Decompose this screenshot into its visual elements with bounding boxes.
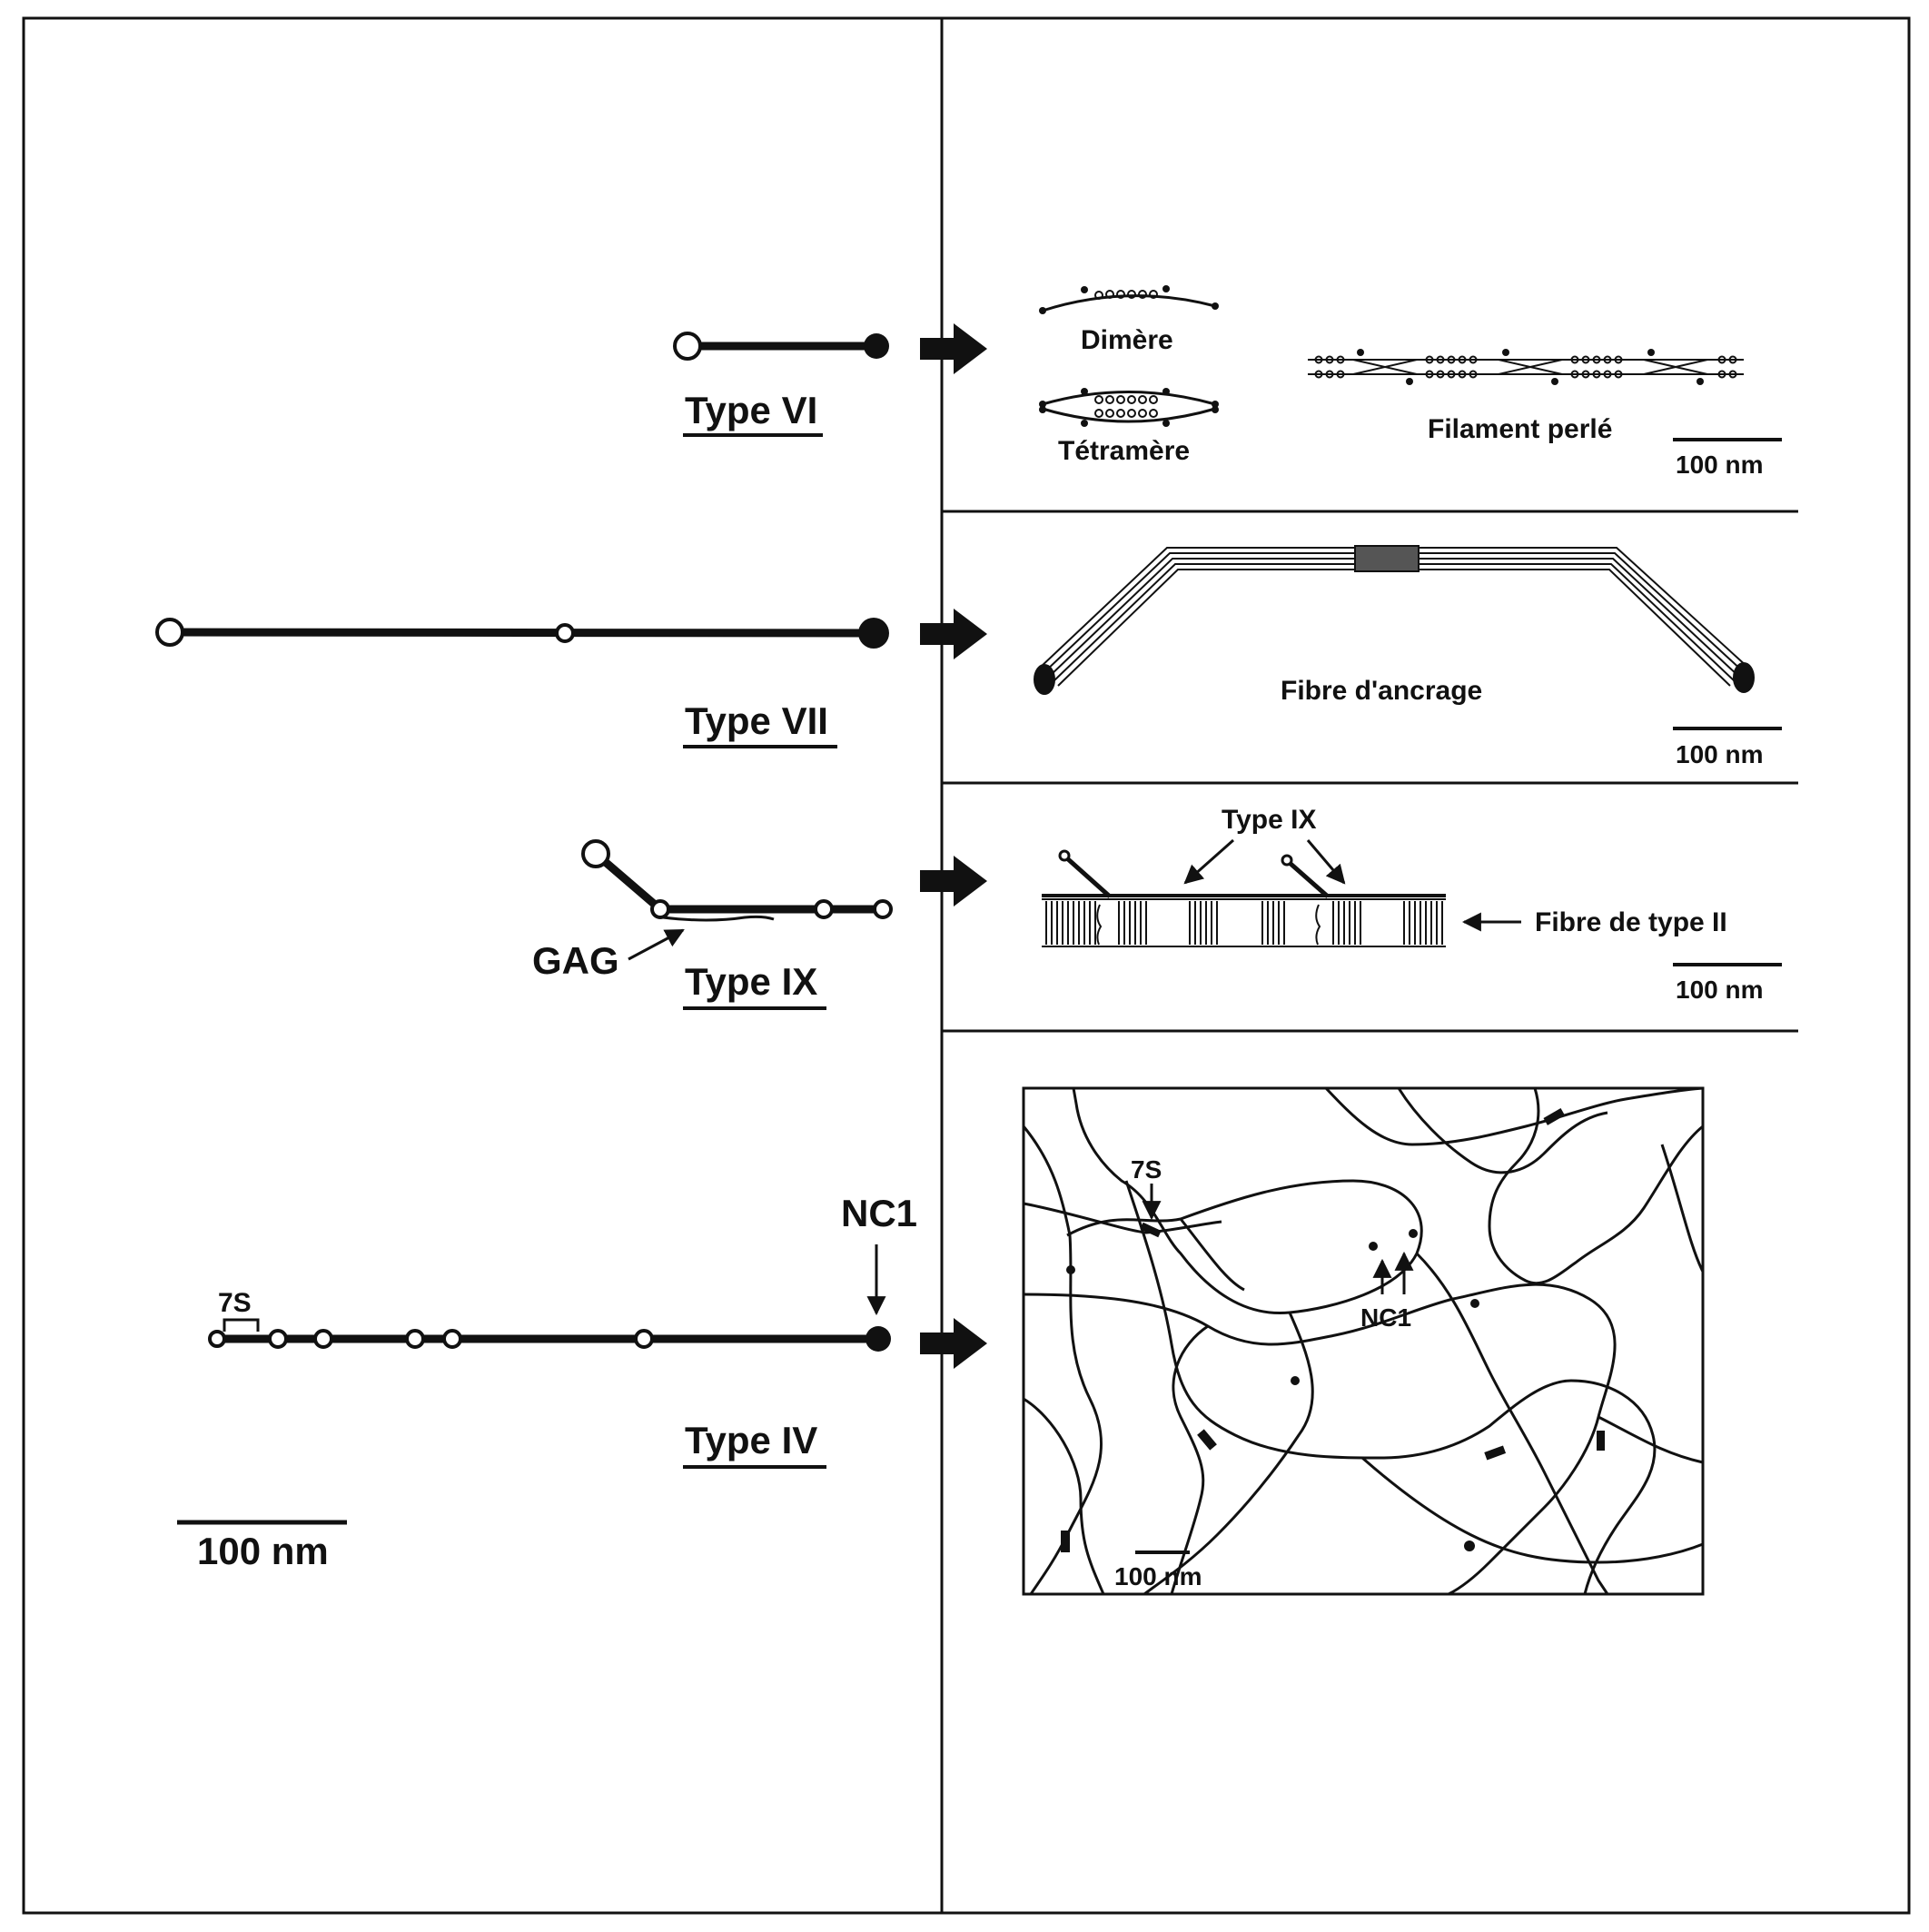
network-nodes <box>1061 1108 1605 1552</box>
net-nc1-label: NC1 <box>1360 1303 1411 1332</box>
gag-label: GAG <box>532 939 619 982</box>
type-iv-label: Type IV <box>685 1419 817 1461</box>
type-vi-molecule <box>673 332 889 361</box>
scale-left-label: 100 nm <box>197 1530 329 1572</box>
scale-vii-label: 100 nm <box>1676 740 1764 768</box>
beaded-filament-drawing <box>1308 349 1744 385</box>
type-ix-label: Type IX <box>685 960 817 1003</box>
tetramere-label: Tétramère <box>1058 436 1190 466</box>
fibre-ancrage-label: Fibre d'ancrage <box>1281 676 1482 706</box>
type-ix-on-fibril <box>1058 849 1330 898</box>
arrow-type-iv <box>920 1318 987 1369</box>
type-ix-arrow-2 <box>1306 839 1346 885</box>
arrow-type-ix <box>920 856 987 907</box>
dimer-drawing <box>1039 285 1219 314</box>
scale-iv-label: 100 nm <box>1114 1562 1202 1590</box>
type-ix-molecule <box>581 839 893 922</box>
dimere-label: Dimère <box>1081 325 1173 355</box>
outer-frame <box>22 16 1911 1915</box>
tetramer-drawing <box>1039 388 1219 427</box>
nc1-label: NC1 <box>841 1192 917 1234</box>
scale-vi-label: 100 nm <box>1676 451 1764 479</box>
anchoring-fibril-drawing <box>1034 545 1755 695</box>
type-ix-panel-label: Type IX <box>1222 805 1316 835</box>
arrow-type-vi <box>920 323 987 374</box>
network-frame <box>1022 1086 1705 1596</box>
filament-perle-label: Filament perlé <box>1428 414 1612 444</box>
type-vii-label: Type VII <box>685 699 828 742</box>
type-vii-molecule <box>155 618 889 649</box>
type-iv-molecule <box>208 1318 891 1352</box>
type-ix-arrow-1 <box>1183 838 1234 885</box>
type-ii-fibril-drawing <box>1042 894 1446 947</box>
type-vi-label: Type VI <box>685 389 817 431</box>
gag-arrow <box>628 928 685 961</box>
arrow-type-vii <box>920 609 987 659</box>
net-7s-label: 7S <box>1131 1155 1162 1184</box>
fibre-type-ii-label: Fibre de type II <box>1535 907 1727 937</box>
scale-ix-label: 100 nm <box>1676 976 1764 1004</box>
seven-s-label: 7S <box>218 1288 252 1318</box>
